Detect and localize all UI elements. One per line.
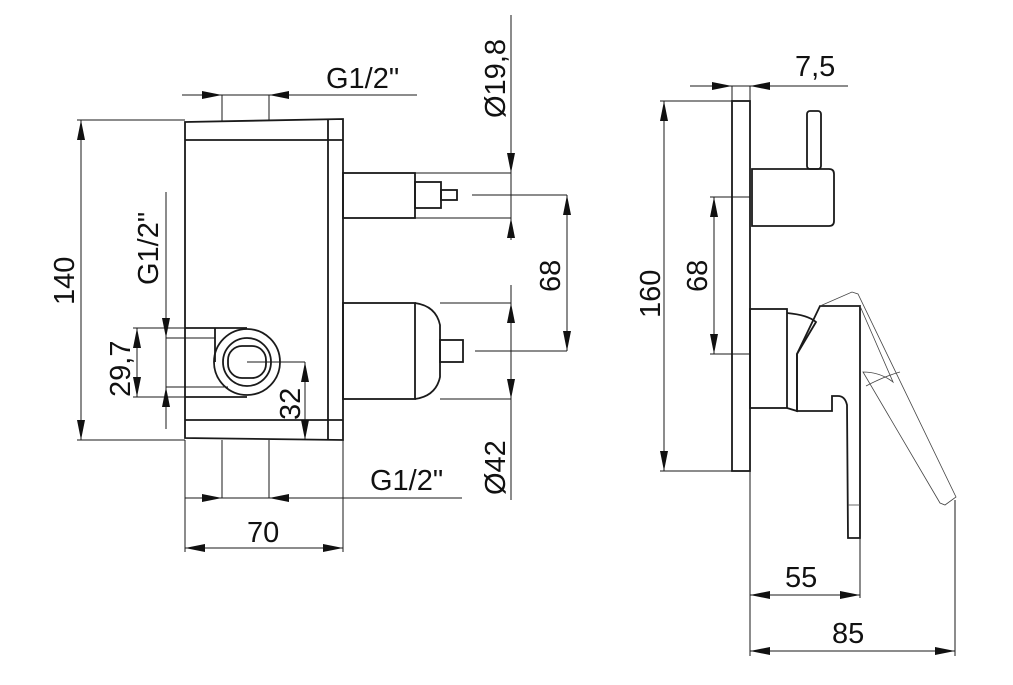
- port-height-label: 29,7: [105, 341, 137, 397]
- mixer-cone: [786, 312, 818, 413]
- bottom-thread-label: G1/2": [370, 465, 443, 497]
- arrowhead-icon: [269, 494, 289, 502]
- lower-diameter-label: Ø42: [480, 440, 512, 495]
- arrowhead-icon: [133, 328, 141, 348]
- arrowhead-icon: [202, 494, 222, 502]
- arrowhead-icon: [563, 195, 571, 215]
- arrowhead-icon: [840, 591, 860, 599]
- arrowhead-icon: [133, 377, 141, 397]
- arrowhead-icon: [935, 647, 955, 655]
- lower-connection: [342, 302, 416, 400]
- lever-handle: [796, 305, 861, 539]
- arrowhead-icon: [77, 420, 85, 440]
- arrowhead-icon: [507, 218, 515, 238]
- arrowhead-icon: [750, 82, 770, 90]
- arrowhead-icon: [660, 451, 668, 471]
- lower-cap: [414, 302, 441, 400]
- arrowhead-icon: [323, 544, 343, 552]
- side-view: 7,5 160 68 55 85: [635, 51, 957, 656]
- upper-pin: [440, 189, 458, 201]
- arrowhead-icon: [710, 197, 718, 217]
- valve-body: [184, 118, 344, 441]
- port-offset-label: 32: [275, 388, 307, 420]
- dimension-arrows: [77, 82, 955, 655]
- arrowhead-icon: [710, 334, 718, 354]
- arrowhead-icon: [750, 591, 770, 599]
- front-view: G1/2" Ø19,8 68 Ø42 G1/2" 70 140: [49, 15, 568, 552]
- arrowhead-icon: [712, 82, 732, 90]
- lever-open-grip: [865, 371, 901, 387]
- width-label: 70: [247, 517, 279, 549]
- arrowhead-icon: [162, 318, 170, 338]
- handle-depth-label: 55: [785, 562, 817, 594]
- lever-open-position: [819, 291, 957, 506]
- top-thread-label: G1/2": [326, 63, 399, 95]
- plate-thickness-label: 7,5: [795, 51, 835, 83]
- cover-plate: [731, 100, 751, 472]
- diverter-stem: [806, 110, 822, 170]
- side-spacing-label: 68: [682, 260, 714, 292]
- arrowhead-icon: [202, 91, 222, 99]
- arrowhead-icon: [750, 647, 770, 655]
- total-depth-label: 85: [832, 618, 864, 650]
- arrowhead-icon: [269, 91, 289, 99]
- arrowhead-icon: [185, 544, 205, 552]
- diverter-knob: [751, 168, 835, 227]
- height-label: 140: [49, 257, 81, 305]
- arrowhead-icon: [507, 303, 515, 323]
- arrowhead-icon: [507, 153, 515, 173]
- upper-nipple: [414, 181, 442, 209]
- upper-diameter-label: Ø19,8: [480, 39, 512, 118]
- arrowhead-icon: [660, 101, 668, 121]
- upper-connection: [342, 172, 416, 219]
- arrowhead-icon: [563, 331, 571, 351]
- lower-pin: [439, 339, 464, 363]
- mixer-body: [749, 308, 788, 409]
- outlet-spacing-label: 68: [535, 260, 567, 292]
- arrowhead-icon: [162, 387, 170, 407]
- side-thread-label: G1/2": [133, 212, 165, 285]
- plate-height-label: 160: [635, 270, 667, 318]
- arrowhead-icon: [301, 362, 309, 382]
- arrowhead-icon: [507, 379, 515, 399]
- arrowhead-icon: [77, 120, 85, 140]
- arrowhead-icon: [301, 420, 309, 440]
